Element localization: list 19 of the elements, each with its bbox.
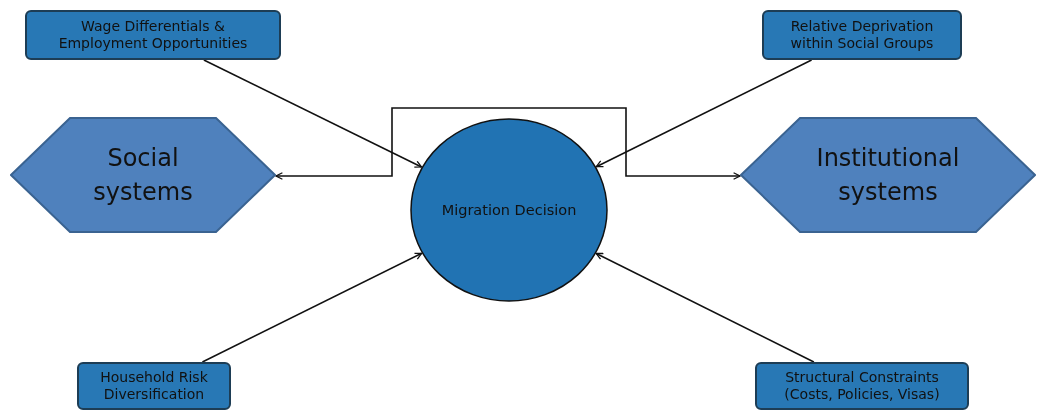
node-label: Wage Differentials & Employment Opportunities <box>57 18 249 52</box>
node-label: Social systems <box>92 143 194 208</box>
system-hexagon <box>10 117 276 233</box>
factor-box <box>762 10 962 60</box>
arrow <box>595 59 813 168</box>
arrow <box>275 107 741 180</box>
node-label: Institutional systems <box>815 143 961 208</box>
system-hexagon <box>740 117 1036 233</box>
arrow <box>203 59 423 168</box>
node-label: Relative Deprivation within Social Groups <box>789 18 935 52</box>
factor-box <box>25 10 281 60</box>
decision-circle <box>410 118 608 302</box>
arrow <box>595 252 815 363</box>
factor-box <box>755 362 969 410</box>
factor-box <box>77 362 231 410</box>
node-label: Migration Decision <box>441 202 577 218</box>
arrow <box>201 252 423 363</box>
node-label: Household Risk Diversification <box>99 369 209 403</box>
node-label: Structural Constraints (Costs, Policies, Visas) <box>783 369 941 403</box>
